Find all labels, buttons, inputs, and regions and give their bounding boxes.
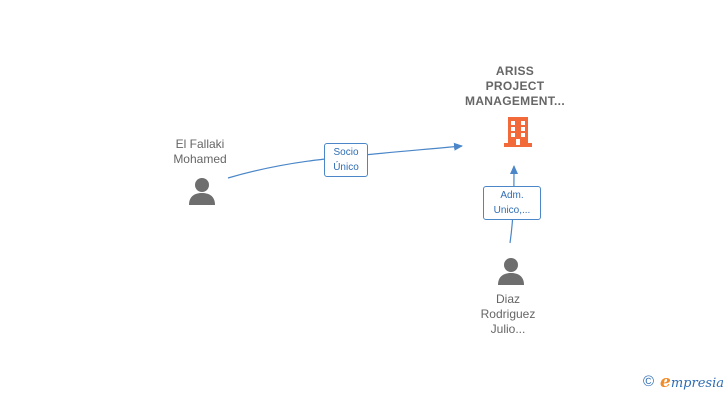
edge-socio-unico (227, 142, 463, 179)
building-icon[interactable] (502, 115, 534, 149)
edge-label-socio-line2: Único (333, 162, 359, 173)
company-name-line2: PROJECT (485, 79, 545, 93)
brand-initial: e (660, 372, 671, 392)
edge-label-adm-line2: Unico,... (493, 205, 531, 216)
edge-label-socio-unico[interactable]: Socio Único (324, 143, 368, 177)
copyright-icon: © (642, 373, 655, 390)
brand-logo[interactable]: empresia (660, 372, 724, 392)
edge-label-socio-line1: Socio (333, 147, 359, 158)
person-fallaki-line1: El Fallaki (175, 137, 225, 151)
person-diaz-line2: Rodriguez (480, 307, 536, 321)
person-diaz-line3: Julio... (490, 322, 526, 336)
person-diaz-line1: Diaz (495, 292, 520, 306)
edge-label-adm-line1: Adm. (500, 190, 524, 201)
company-name-line3: MANAGEMENT... (465, 94, 565, 108)
person-icon[interactable] (187, 176, 217, 206)
footer-brand: © empresia (643, 372, 724, 392)
company-name[interactable]: ARISS PROJECT MANAGEMENT... (450, 64, 580, 109)
person-fallaki-name[interactable]: El Fallaki Mohamed (150, 137, 250, 167)
person-diaz-name[interactable]: Diaz Rodriguez Julio... (458, 292, 558, 337)
brand-rest: mpresia (670, 376, 724, 391)
edge-label-adm-unico[interactable]: Adm. Unico,... (483, 186, 541, 220)
person-fallaki-line2: Mohamed (173, 152, 227, 166)
person-icon[interactable] (496, 256, 526, 286)
company-name-line1: ARISS (495, 64, 535, 78)
